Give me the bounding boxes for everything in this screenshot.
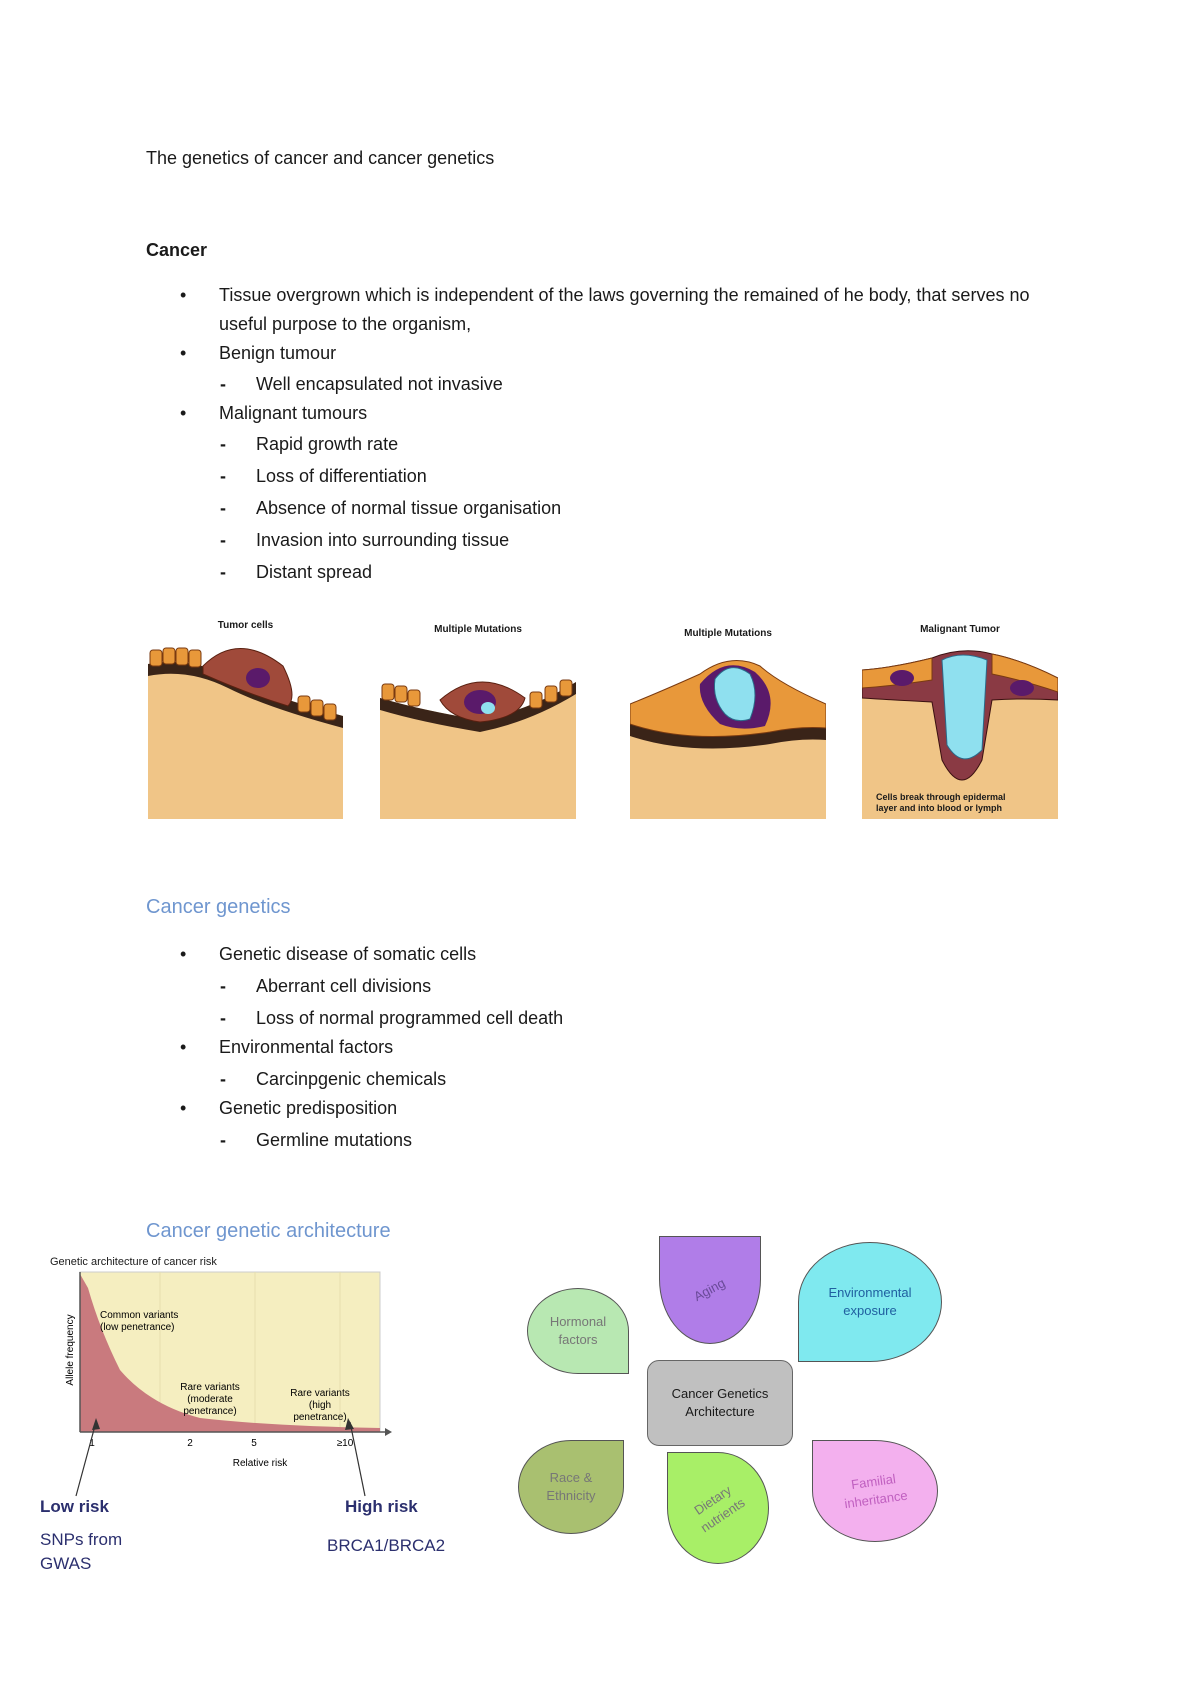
list-item: Carcinpgenic chemicals: [146, 1065, 1086, 1094]
low-risk-sub-line2: GWAS: [40, 1554, 92, 1573]
list-item: Genetic predisposition: [146, 1094, 1086, 1123]
list-item: Benign tumour: [146, 339, 1086, 368]
list-item: Invasion into surrounding tissue: [146, 526, 1086, 555]
region-label: (moderate: [187, 1394, 233, 1405]
genetics-heading: Cancer genetics: [146, 896, 291, 918]
risk-area: [80, 1274, 380, 1432]
document-title: The genetics of cancer and cancer geneti…: [146, 148, 495, 168]
region-label: (high: [309, 1400, 331, 1411]
list-item: Aberrant cell divisions: [146, 972, 1086, 1001]
low-risk-sub: SNPs from GWAS: [40, 1528, 122, 1576]
hormonal-line1: Hormonal: [549, 1314, 607, 1329]
x-tick: 1: [89, 1438, 95, 1449]
hormonal-line2: factors: [558, 1332, 598, 1347]
panel-label-3: Multiple Mutations: [684, 628, 772, 639]
list-item: Germline mutations: [146, 1126, 1086, 1155]
y-axis-label: Allele frequency: [65, 1314, 76, 1385]
center-line1: Cancer Genetics: [671, 1386, 769, 1401]
environmental-line2: exposure: [843, 1303, 897, 1318]
list-item: Tissue overgrown which is independent of…: [146, 281, 1086, 339]
panel-label-4: Malignant Tumor: [920, 624, 1000, 635]
list-item: Malignant tumours: [146, 399, 1086, 428]
region-label: penetrance): [183, 1406, 236, 1417]
list-item: Distant spread: [146, 558, 1086, 587]
list-item: Loss of differentiation: [146, 462, 1086, 491]
hormonal-node: Hormonal factors: [527, 1288, 629, 1374]
arch-chart-title: Genetic architecture of cancer risk: [50, 1256, 217, 1268]
tumor-panel-2: [380, 640, 576, 819]
race-node: Race & Ethnicity: [518, 1440, 624, 1534]
list-item: Absence of normal tissue organisation: [146, 494, 1086, 523]
aging-node: Aging: [659, 1236, 761, 1344]
environmental-line1: Environmental: [828, 1285, 912, 1300]
x-axis-label: Relative risk: [233, 1458, 288, 1469]
tumor-panel-3: [630, 644, 826, 819]
list-item: Rapid growth rate: [146, 430, 1086, 459]
region-label: Rare variants: [290, 1388, 349, 1399]
region-label: Rare variants: [180, 1382, 239, 1393]
list-item: Well encapsulated not invasive: [146, 370, 1086, 399]
x-tick: 2: [187, 1438, 193, 1449]
panel-4-note: Cells break through epidermal layer and …: [876, 792, 1056, 814]
architecture-chart: Allele frequency Relative risk 1 2 5 ≥10…: [65, 1271, 392, 1469]
risk-arrows: [75, 1418, 366, 1497]
architecture-heading: Cancer genetic architecture: [146, 1220, 391, 1242]
high-risk-label: High risk: [345, 1497, 418, 1516]
center-line2: Architecture: [685, 1404, 755, 1419]
panel-4-note-line1: Cells break through epidermal: [876, 792, 1006, 802]
race-line1: Race &: [549, 1470, 593, 1485]
list-item: Genetic disease of somatic cells: [146, 940, 1086, 969]
list-item: Environmental factors: [146, 1033, 1086, 1062]
environmental-node: Environmental exposure: [798, 1242, 942, 1362]
panel-4-note-line2: layer and into blood or lymph: [876, 803, 1003, 813]
aging-label: Aging: [691, 1275, 728, 1304]
x-tick: 5: [251, 1438, 257, 1449]
list-item: Loss of normal programmed cell death: [146, 1004, 1086, 1033]
panel-label-2: Multiple Mutations: [434, 624, 522, 635]
panel-label-1: Tumor cells: [217, 620, 274, 631]
tumor-panel-1: [148, 636, 343, 819]
tumor-panel-4: [862, 640, 1058, 819]
region-label: Common variants: [100, 1310, 178, 1321]
region-label: penetrance): [293, 1412, 346, 1423]
high-risk-sub: BRCA1/BRCA2: [327, 1536, 446, 1555]
cancer-heading: Cancer: [146, 240, 208, 260]
race-line2: Ethnicity: [546, 1488, 596, 1503]
low-risk-label: Low risk: [40, 1497, 109, 1516]
region-label: (low penetrance): [100, 1322, 174, 1333]
x-tick: ≥10: [337, 1438, 354, 1449]
cancer-list: Tissue overgrown which is independent of…: [146, 281, 1086, 587]
genetics-list: Genetic disease of somatic cells Aberran…: [146, 940, 1086, 1155]
low-risk-sub-line1: SNPs from: [40, 1530, 123, 1549]
